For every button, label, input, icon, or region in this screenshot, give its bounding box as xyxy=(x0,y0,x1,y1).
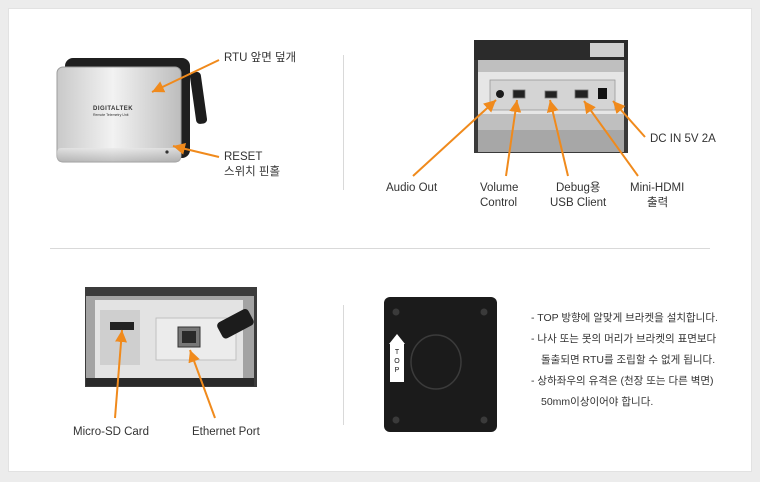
note-line: 돌출되면 RTU를 조립할 수 없게 됩니다. xyxy=(541,354,716,366)
note-line: 50mm이상이어야 합니다. xyxy=(541,396,654,408)
label-ethernet-port: Ethernet Port xyxy=(192,426,260,438)
label-debug-usb: USB Client xyxy=(550,197,607,209)
bracket-top-mark: TOP xyxy=(394,349,400,374)
label-volume-control: Control xyxy=(480,197,518,209)
note-line: - TOP 방향에 알맞게 브라켓을 설치합니다. xyxy=(531,312,718,324)
label-micro-sd: Micro-SD Card xyxy=(73,426,150,438)
label-front-cover: RTU 앞면 덮개 xyxy=(224,52,297,64)
label-reset-pinhole: 스위치 핀홀 xyxy=(224,166,281,178)
note-line: - 나사 또는 못의 머리가 브라켓의 표면보다 xyxy=(531,333,717,345)
device-subtitle: Remote Telemetry Unit xyxy=(93,113,129,117)
label-hdmi-output: 출력 xyxy=(647,197,669,209)
device-brand: DIGITALTEK xyxy=(93,106,134,112)
label-dc-in: DC IN 5V 2A xyxy=(650,133,716,145)
label-audio-out: Audio Out xyxy=(386,182,438,194)
label-mini-hdmi: Mini-HDMI xyxy=(630,182,685,194)
divider-vertical-bottom xyxy=(343,305,344,425)
label-reset: RESET xyxy=(224,151,263,163)
installation-notes: - TOP 방향에 알맞게 브라켓을 설치합니다. - 나사 또는 못의 머리가… xyxy=(531,308,751,413)
label-volume: Volume xyxy=(480,182,519,194)
note-line: - 상하좌우의 유격은 (천장 또는 다른 벽면) xyxy=(531,375,714,387)
label-debug: Debug용 xyxy=(556,182,601,194)
divider-vertical-top xyxy=(343,55,344,190)
divider-horizontal xyxy=(50,248,710,249)
